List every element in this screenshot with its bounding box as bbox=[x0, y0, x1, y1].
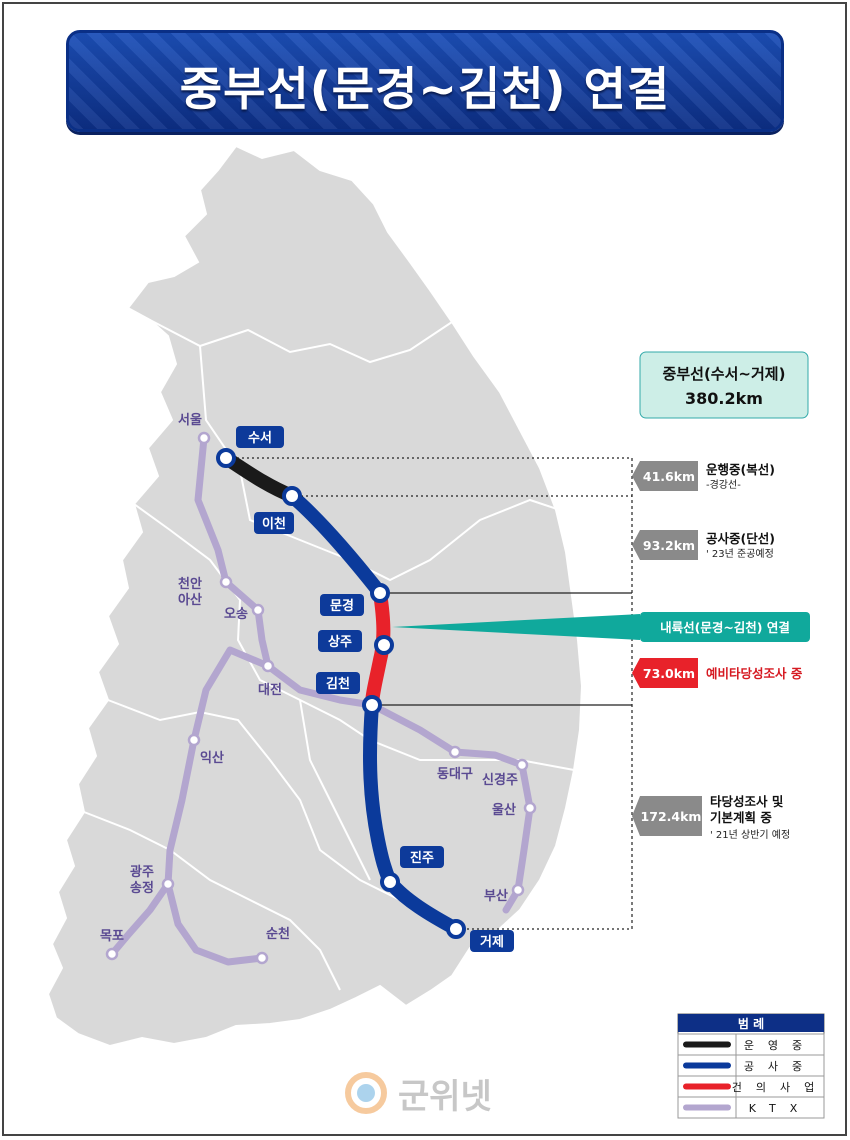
station-label-suseo: 수서 bbox=[248, 431, 272, 446]
ktx-stop-label-daejeon: 대전 bbox=[258, 682, 282, 698]
segment-tags: 41.6km 운행중(복선)-경강선- 93.2km 공사중(단선) ' 23년 준공예… bbox=[632, 461, 803, 841]
ktx-stop-marker-seoul bbox=[197, 431, 211, 445]
station-marker-geoje bbox=[446, 919, 466, 939]
station-marker-mungyeong bbox=[370, 583, 390, 603]
ktx-stop-marker-mokpo bbox=[105, 947, 119, 961]
line-construction-north bbox=[285, 489, 387, 600]
ktx-stop-label-ulsan: 울산 bbox=[492, 802, 516, 818]
ktx-stop-marker-iksan bbox=[187, 733, 201, 747]
station-label-mungyeong: 문경 bbox=[330, 598, 354, 614]
callout-pointer bbox=[392, 614, 640, 640]
station-marker-suseo bbox=[216, 448, 236, 468]
segment-distance-seg2: 93.2km bbox=[643, 538, 695, 553]
station-marker-sangju bbox=[374, 635, 394, 655]
ktx-stop-label-dongdaegu: 동대구 bbox=[437, 767, 473, 782]
station-badge-icheon bbox=[254, 512, 294, 534]
segment-distance-seg4: 172.4km bbox=[641, 809, 702, 824]
segment-status-seg1: 운행중(복선) bbox=[706, 462, 775, 477]
watermark: 군위넷 bbox=[345, 1072, 492, 1117]
segment-guide-lines bbox=[232, 457, 633, 930]
ktx-stop-label-mokpo: 목포 bbox=[100, 929, 124, 944]
ktx-stop-label-suncheon: 순천 bbox=[266, 927, 290, 942]
title-banner: 중부선(문경~김천) 연결 bbox=[66, 30, 784, 132]
legend-label-ktx: KTX bbox=[749, 1102, 812, 1115]
line-proposed bbox=[365, 586, 391, 712]
legend-label-operating: 운영중 bbox=[744, 1039, 816, 1052]
legend-label-construction: 공사중 bbox=[744, 1060, 816, 1073]
station-badge-gimcheon bbox=[316, 672, 360, 694]
ktx-stop-label-singyeongju: 신경주 bbox=[482, 772, 518, 788]
watermark-text: 군위넷 bbox=[398, 1077, 492, 1117]
inland-line-callout: 내륙선(문경~김천) 연결 bbox=[640, 612, 810, 642]
ktx-stop-label-busan: 부산 bbox=[484, 888, 508, 904]
legend-label-proposed: 건의사업 bbox=[732, 1081, 828, 1094]
segment-note-seg1: -경강선- bbox=[706, 478, 741, 491]
station-badge-jinju bbox=[400, 846, 444, 868]
station-label-geoje: 거제 bbox=[480, 935, 504, 950]
ktx-stop-marker-ulsan bbox=[523, 801, 537, 815]
ktx-stop-marker-daejeon bbox=[261, 659, 275, 673]
segment-note-seg4: ' 21년 상반기 예정 bbox=[710, 829, 790, 841]
station-label-gimcheon: 김천 bbox=[326, 677, 350, 692]
page-title: 중부선(문경~김천) 연결 bbox=[179, 62, 671, 116]
ktx-stop-label-seoul: 서울 bbox=[178, 412, 202, 428]
ktx-stop-marker-singyeongju bbox=[515, 758, 529, 772]
segment-distance-seg3: 73.0km bbox=[643, 666, 695, 681]
ktx-stop-marker-suncheon bbox=[255, 951, 269, 965]
station-label-sangju: 상주 bbox=[328, 635, 352, 650]
ktx-stop-marker-dongdaegu bbox=[448, 745, 462, 759]
segment-distance-seg1: 41.6km bbox=[643, 469, 695, 484]
ktx-stop-label-osong: 오송 bbox=[224, 607, 248, 622]
callout-text: 내륙선(문경~김천) 연결 bbox=[660, 620, 790, 635]
segment-tag-seg2 bbox=[632, 530, 698, 560]
station-label-icheon: 이천 bbox=[262, 516, 286, 532]
ktx-stop-marker-osong bbox=[251, 603, 265, 617]
ktx-stop-label-iksan: 익산 bbox=[200, 750, 224, 766]
segment-tag-seg4 bbox=[632, 796, 702, 836]
station-label-jinju: 진주 bbox=[410, 850, 434, 866]
segment-tag-seg3 bbox=[632, 658, 698, 688]
station-marker-jinju bbox=[380, 872, 400, 892]
ktx-stop-marker-busan bbox=[511, 883, 525, 897]
legend-row-ktx bbox=[677, 1096, 825, 1119]
station-badge-suseo bbox=[236, 426, 284, 448]
line-construction-south bbox=[363, 698, 463, 936]
total-line-name: 중부선(수서~거제) bbox=[663, 365, 786, 383]
legend-title: 범 례 bbox=[738, 1016, 764, 1031]
segment-tag-seg1 bbox=[632, 461, 698, 491]
station-badge-mungyeong bbox=[320, 594, 364, 616]
segment-status-seg2: 공사중(단선) bbox=[706, 531, 775, 546]
station-badge-geoje bbox=[470, 930, 514, 952]
ktx-stop-marker-gwangju bbox=[161, 877, 175, 891]
station-marker-icheon bbox=[282, 486, 302, 506]
station-badge-sangju bbox=[318, 630, 362, 652]
total-length-box: 중부선(수서~거제) 380.2km bbox=[639, 351, 809, 419]
korea-landmass bbox=[46, 144, 584, 1048]
total-line-length: 380.2km bbox=[685, 389, 763, 408]
station-marker-gimcheon bbox=[362, 695, 382, 715]
ktx-stop-marker-cheonan bbox=[219, 575, 233, 589]
segment-note-seg2: ' 23년 준공예정 bbox=[706, 548, 774, 560]
segment-status-seg3: 예비타당성조사 중 bbox=[706, 666, 803, 681]
